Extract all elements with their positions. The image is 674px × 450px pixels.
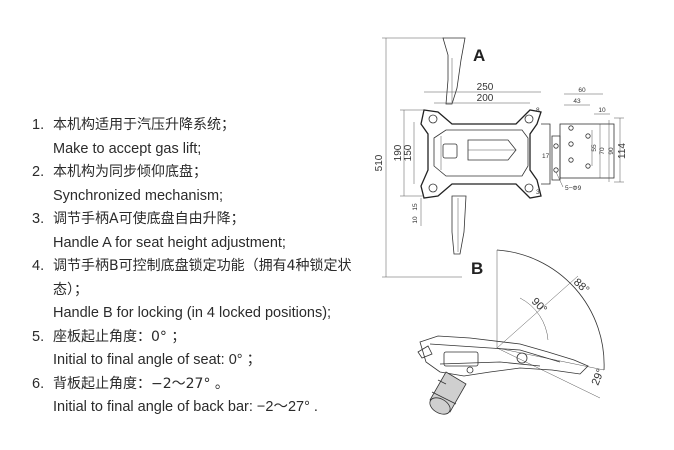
spec-text-en: Synchronized mechanism; xyxy=(53,187,224,204)
spec-item-5: 5. 座板起止角度：0° ； Initial to final angle of… xyxy=(32,326,377,373)
dim-90: 90 xyxy=(608,147,615,155)
spec-text-zh: 座板起止角度：0° ； xyxy=(53,328,186,345)
spec-number: 5. xyxy=(32,328,45,345)
angle-90: 90° xyxy=(529,296,549,316)
dim-8: 8 xyxy=(536,107,540,114)
spec-text-zh: 调节手柄A可使底盘自由升降； xyxy=(53,211,245,227)
dim-60: 60 xyxy=(578,87,586,94)
spec-text-en: Handle A for seat height adjustment; xyxy=(53,234,286,251)
angle-88: 88° xyxy=(571,276,591,296)
spec-item-1: 1. 本机构适用于汽压升降系统； Make to accept gas lift… xyxy=(32,114,377,161)
dim-43: 43 xyxy=(573,98,581,105)
spec-item-2: 2. 本机构为同步倾仰底盘； Synchronized mechanism; xyxy=(32,161,377,208)
spec-text-en: Initial to final angle of back bar: −2～2… xyxy=(53,399,318,415)
dim-250: 250 xyxy=(477,82,494,93)
angle-29: 29° xyxy=(590,367,607,387)
view-b-side: B 88° 90° 29° xyxy=(417,249,607,415)
spec-text-en: Make to accept gas lift; xyxy=(53,140,202,157)
dim-200: 200 xyxy=(477,93,494,104)
dim-17: 17 xyxy=(542,153,550,160)
hole-spec: 5−Φ9 xyxy=(565,185,582,192)
dim-150: 150 xyxy=(403,144,414,161)
dim-10b: 10 xyxy=(598,107,606,114)
dim-10: 10 xyxy=(412,216,419,224)
label-b: B xyxy=(471,259,483,278)
spec-list: 1. 本机构适用于汽压升降系统； Make to accept gas lift… xyxy=(32,114,377,420)
spec-number: 3. xyxy=(32,211,45,227)
dim-70: 70 xyxy=(599,147,606,155)
spec-text-zh: 调节手柄B可控制底盘锁定功能（拥有4种锁定状态）； xyxy=(53,258,352,298)
spec-number: 2. xyxy=(32,164,45,180)
spec-number: 1. xyxy=(32,117,45,133)
spec-number: 6. xyxy=(32,375,45,392)
dim-3: 3 xyxy=(536,189,540,196)
spec-item-4: 4. 调节手柄B可控制底盘锁定功能（拥有4种锁定状态）； Handle B fo… xyxy=(32,255,377,326)
spec-text-en: Initial to final angle of seat: 0° ； xyxy=(53,352,262,368)
dim-15: 15 xyxy=(412,203,419,211)
spec-item-3: 3. 调节手柄A可使底盘自由升降； Handle A for seat heig… xyxy=(32,208,377,255)
view-a-top-plan: 510 A 250 200 190 150 8 3 15 10 xyxy=(374,37,628,278)
dim-55: 55 xyxy=(591,144,598,152)
spec-item-6: 6. 背板起止角度：−2～27° 。 Initial to final angl… xyxy=(32,373,377,420)
dim-190: 190 xyxy=(393,144,404,161)
dim-114: 114 xyxy=(617,143,628,159)
spec-text-zh: 背板起止角度：−2～27° 。 xyxy=(53,375,229,392)
spec-number: 4. xyxy=(32,258,45,274)
spec-text-zh: 本机构为同步倾仰底盘； xyxy=(53,164,207,180)
label-a: A xyxy=(473,46,485,65)
spec-text-zh: 本机构适用于汽压升降系统； xyxy=(53,117,235,133)
spec-text-en: Handle B for locking (in 4 locked positi… xyxy=(53,305,332,321)
